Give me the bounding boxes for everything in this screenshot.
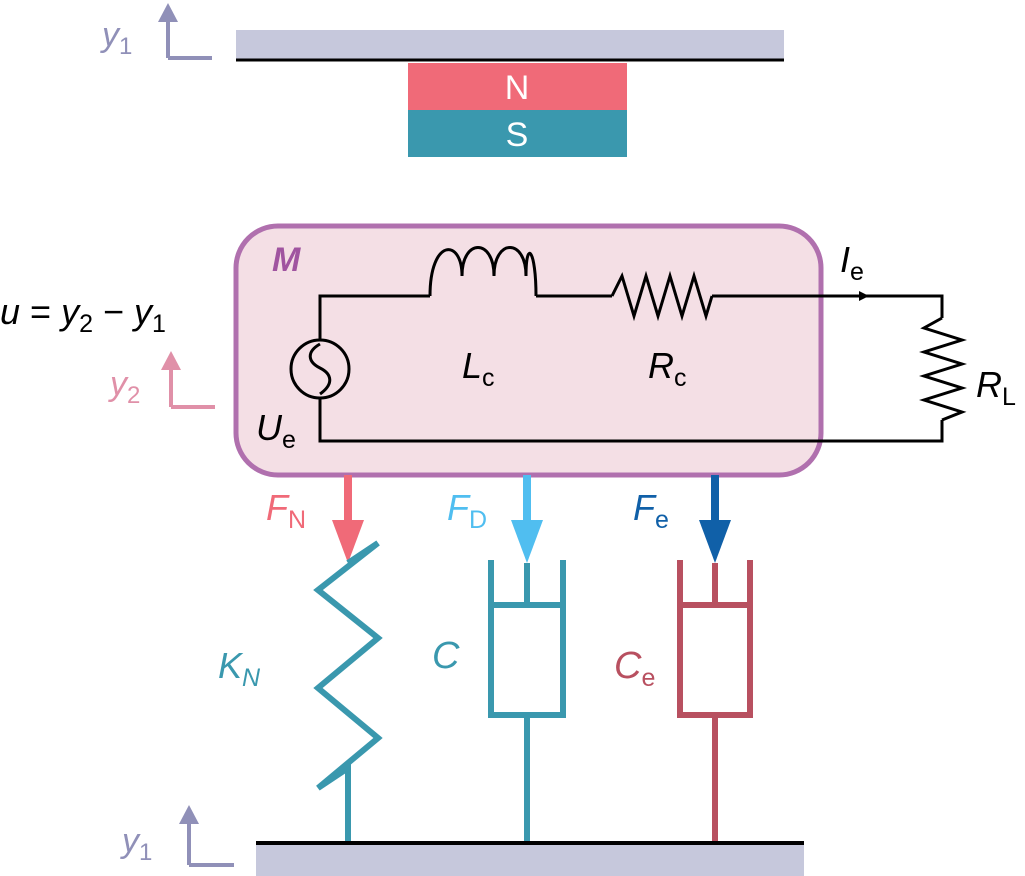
force-damping-main: F [447, 487, 471, 528]
electrical-damper-main: C [614, 645, 642, 687]
force-electric-sub: e [655, 506, 669, 534]
top-plate [236, 30, 784, 60]
ac-source-icon [289, 338, 351, 400]
svg-text:y2: y2 [108, 365, 140, 409]
electrical-damper [677, 560, 753, 842]
bottom-y1-axis-icon [187, 822, 234, 867]
force-electric-main: F [633, 487, 657, 528]
coil-resistor-sub: c [674, 364, 687, 392]
bottom-y1-sub: 1 [139, 839, 152, 866]
north-label: N [505, 69, 530, 107]
svg-text:y1: y1 [100, 16, 132, 60]
mass-label: M [272, 241, 301, 279]
mass-y2-axis: y2 [108, 351, 215, 409]
bottom-y1-axis: y1 [120, 805, 234, 867]
force-nonlinear-sub: N [288, 506, 306, 534]
top-y1-main: y [100, 16, 121, 54]
svg-text:Ie: Ie [840, 239, 864, 286]
relation-label: u = y2 − y1 [0, 291, 166, 338]
magnet-north [408, 63, 627, 110]
bottom-plate [256, 845, 804, 876]
inductor-coil [428, 246, 538, 297]
svg-text:y1: y1 [120, 822, 152, 866]
inductor-sub: c [482, 364, 495, 392]
circuit-wire-left-top [318, 294, 430, 340]
magnet: N S [408, 63, 627, 157]
svg-text:FD: FD [447, 487, 487, 534]
inductor-main: L [462, 345, 482, 386]
force-damping-arrow [511, 475, 543, 563]
mass-y2-sub: 2 [127, 382, 140, 409]
force-nonlinear-main: F [266, 487, 290, 528]
source-sub: e [282, 426, 296, 454]
svg-text:KN: KN [218, 645, 261, 692]
load-resistor-sub: L [1002, 383, 1016, 411]
damper-main: C [432, 635, 460, 677]
current-main: I [840, 239, 850, 280]
current-sub: e [850, 258, 864, 286]
load-resistor-main: R [976, 364, 1002, 405]
spring-main: K [218, 645, 244, 686]
svg-text:Lc: Lc [462, 345, 495, 392]
spring-sub: N [242, 664, 261, 692]
coil-resistor [610, 270, 714, 322]
mechanical-damper [488, 560, 566, 842]
mass-box [233, 223, 824, 478]
mass-y2-main: y [108, 365, 129, 403]
magnet-south [408, 110, 627, 157]
svg-text:Rc: Rc [648, 345, 687, 392]
circuit-wire-right-top [866, 294, 944, 318]
bottom-y1-main: y [120, 822, 141, 860]
svg-text:C: C [432, 635, 460, 677]
south-label: S [506, 116, 529, 154]
top-y1-axis: y1 [100, 3, 212, 60]
svg-text:RL: RL [976, 364, 1016, 411]
force-electric-arrow [699, 475, 731, 563]
nonlinear-spring [313, 540, 383, 842]
load-resistor [919, 316, 967, 422]
circuit [289, 246, 967, 443]
electrical-damper-sub: e [641, 664, 655, 692]
svg-text:FN: FN [266, 487, 306, 534]
top-y1-sub: 1 [119, 33, 132, 60]
source-main: U [256, 407, 283, 448]
svg-text:Fe: Fe [633, 487, 669, 534]
force-nonlinear-arrow [332, 475, 364, 563]
svg-text:Ue: Ue [256, 407, 296, 454]
circuit-wire-return [318, 398, 944, 443]
mass-y2-axis-icon [169, 368, 215, 409]
force-damping-sub: D [469, 506, 487, 534]
coil-resistor-main: R [648, 345, 674, 386]
svg-text:Ce: Ce [614, 645, 655, 692]
